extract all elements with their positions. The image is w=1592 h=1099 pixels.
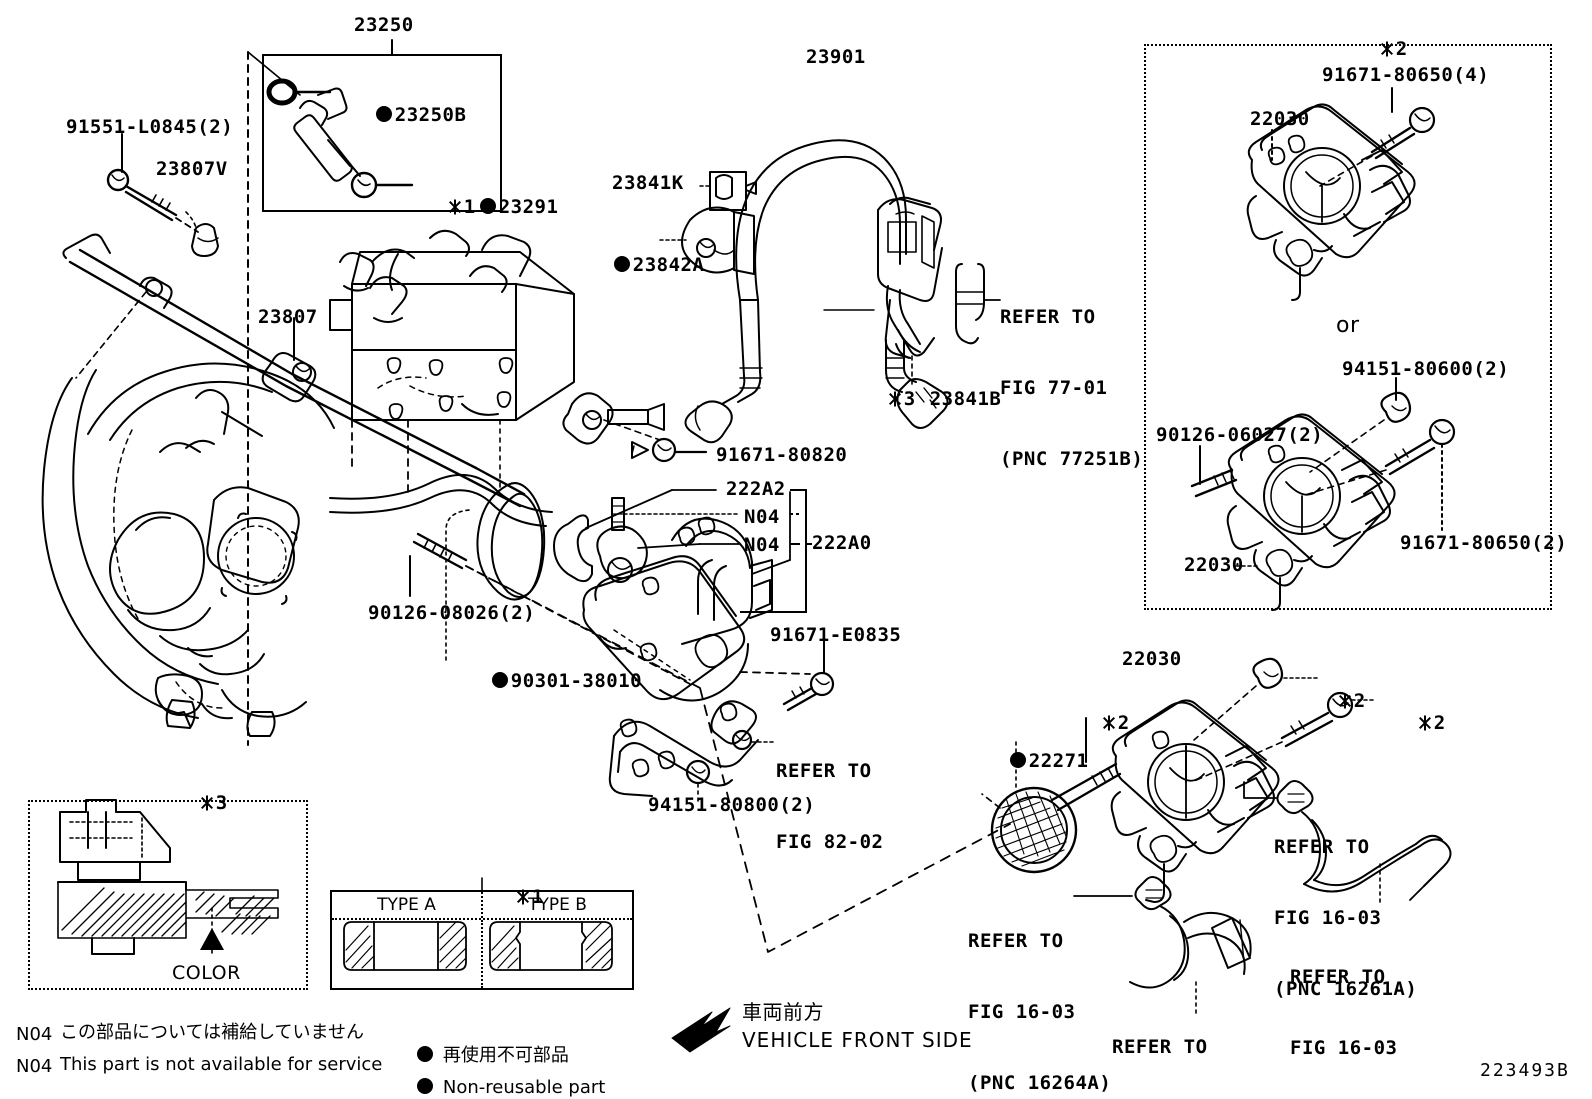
- mark2-bolt-right: 2: [1370, 688, 1446, 759]
- asterisk-mark-icon: [1102, 715, 1117, 731]
- vehicle-front-en: VEHICLE FRONT SIDE: [742, 1028, 973, 1052]
- non-reusable-dot-icon: [613, 255, 630, 272]
- callout-22271: 22271: [962, 726, 1088, 797]
- ref-fig-16-03-16264a: REFER TO FIG 16-03 (PNC 16264A): [968, 929, 1112, 1095]
- legend-n04-en: This part is not available for service: [60, 1054, 383, 1075]
- panel-mark2-throttle: [1144, 44, 1552, 610]
- callout-91671-80820: 91671-80820: [716, 444, 848, 466]
- legend-n04-jp: この部品については補給していません: [60, 1022, 365, 1043]
- non-reusable-dot-icon: [416, 1045, 433, 1062]
- callout-23250: 23250: [354, 14, 414, 36]
- callout-22030-top-right: 22030: [1250, 108, 1310, 130]
- ref-fig-16-03-16261a: REFER TO FIG 16-03 (PNC 16261A): [1274, 835, 1418, 1001]
- ref-fig-16-03-16264: REFER TO FIG 16-03 (PNC 16264): [1112, 1035, 1208, 1058]
- callout-90301-38010: 90301-38010: [444, 646, 642, 717]
- type-table-header-b: TYPE B: [528, 895, 587, 915]
- non-reusable-dot-icon: [479, 197, 496, 214]
- asterisk-mark-icon: [448, 199, 463, 215]
- asterisk-mark-icon: [1418, 715, 1433, 731]
- diagram-number: 223493B: [1480, 1060, 1570, 1081]
- callout-23807v: 23807V: [156, 158, 228, 180]
- legend-dot-en: Non-reusable part: [394, 1054, 605, 1099]
- callout-222a0: 222A0: [812, 532, 872, 554]
- color-label: COLOR: [172, 962, 241, 984]
- callout-94151-80800: 94151-80800(2): [648, 794, 816, 816]
- or-separator: or: [1336, 313, 1360, 338]
- panel-23250: [262, 54, 502, 212]
- non-reusable-dot-icon: [416, 1077, 433, 1094]
- type-table: TYPE A TYPE B: [330, 890, 634, 990]
- callout-91551-l0845: 91551-L0845(2): [66, 116, 234, 138]
- asterisk-mark-icon: [1380, 41, 1395, 57]
- mark2-panel-title: 2: [1332, 14, 1408, 85]
- asterisk-mark-icon: [200, 795, 215, 811]
- non-reusable-dot-icon: [491, 671, 508, 688]
- non-reusable-dot-icon: [375, 105, 392, 122]
- callout-22030-bottom: 22030: [1122, 648, 1182, 670]
- callout-90126-08026: 90126-08026(2): [368, 602, 536, 624]
- asterisk-mark-icon: [888, 391, 903, 407]
- non-reusable-dot-icon: [1009, 751, 1026, 768]
- callout-91671-80650-2: 91671-80650(2): [1400, 532, 1568, 554]
- panel-mark3-color: [28, 800, 308, 990]
- callout-23901: 23901: [806, 46, 866, 68]
- type-table-header-a: TYPE A: [332, 892, 483, 918]
- callout-23842a: 23842A: [566, 230, 704, 301]
- ref-fig-82-02: REFER TO FIG 82-02: [776, 759, 884, 853]
- legend-n04-code-jp: N04: [16, 1024, 53, 1045]
- asterisk-mark-icon: [1338, 693, 1353, 709]
- callout-91671-e0835: 91671-E0835: [770, 624, 902, 646]
- callout-23841k: 23841K: [612, 172, 684, 194]
- type-a-cell: [332, 920, 483, 988]
- callout-23250b: 23250B: [328, 80, 466, 151]
- callout-22030-right-lower: 22030: [1184, 554, 1244, 576]
- ref-fig-16-03-16261: REFER TO FIG 16-03 (PNC 16261): [1290, 965, 1398, 1059]
- callout-90126-06027: 90126-06027(2): [1156, 424, 1324, 446]
- mark3-panel-title: 3: [152, 768, 228, 839]
- mark2-stud-left: 2: [1054, 688, 1130, 759]
- ref-fig-77-01: REFER TO FIG 77-01 (PNC 77251B): [1000, 305, 1144, 471]
- legend-dot-jp: 再使用不可部品: [394, 1022, 569, 1090]
- legend-n04-code-en: N04: [16, 1056, 53, 1077]
- callout-n04-upper: N04: [744, 506, 780, 528]
- callout-94151-80600: 94151-80600(2): [1342, 358, 1510, 380]
- mark1-table-title: 1: [468, 862, 544, 933]
- mark2-nut-right: 2: [1290, 666, 1366, 737]
- vehicle-front-jp: 車両前方: [742, 1000, 824, 1024]
- callout-222a2: 222A2: [726, 478, 786, 500]
- callout-23807: 23807: [258, 306, 318, 328]
- callout-n04-lower: N04: [744, 534, 780, 556]
- asterisk-mark-icon: [516, 889, 531, 905]
- callout-91671-80650-4: 91671-80650(4): [1322, 64, 1490, 86]
